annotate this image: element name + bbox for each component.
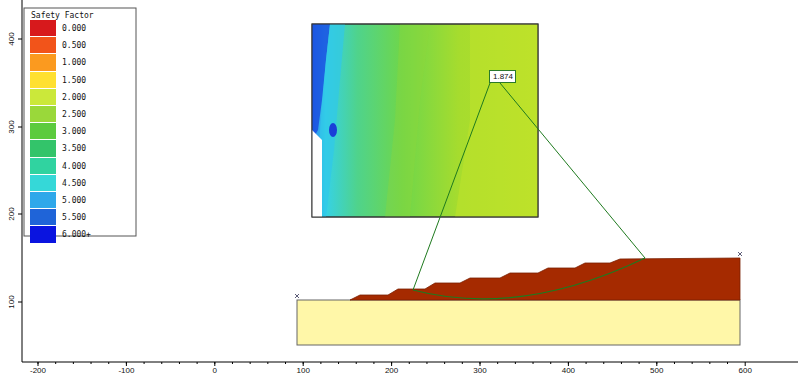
x-axis-label: 200 [385, 366, 398, 375]
legend-swatch [30, 89, 56, 105]
y-axis-label: 200 [7, 207, 16, 220]
y-axis [22, 0, 23, 362]
legend-text: 1.000 [62, 58, 86, 67]
contour-plot [312, 24, 538, 217]
legend-swatch [30, 226, 56, 242]
legend-swatch [30, 140, 56, 156]
contour-frame [312, 24, 538, 217]
legend-text: 2.000 [62, 93, 86, 102]
x-axis-label: 600 [739, 366, 752, 375]
legend-text: 0.000 [62, 24, 86, 33]
x-axis-label: 500 [650, 366, 663, 375]
x-axis-label: -100 [118, 366, 134, 375]
leader-line [413, 83, 490, 290]
legend-text: 1.500 [62, 76, 86, 85]
x-axis [22, 362, 798, 363]
y-axis-label: 100 [7, 295, 16, 308]
legend-swatch [30, 54, 56, 70]
legend-text: 2.500 [62, 110, 86, 119]
legend-swatch [30, 158, 56, 174]
legend-swatch [30, 192, 56, 208]
contour-band [455, 24, 538, 217]
legend-swatch [30, 37, 56, 53]
legend-swatch [30, 106, 56, 122]
contour-band [318, 24, 345, 217]
legend-text: 3.500 [62, 144, 86, 153]
x-axis-label: -200 [30, 366, 46, 375]
x-axis-label: 100 [297, 366, 310, 375]
legend-text: 4.000 [62, 162, 86, 171]
legend-frame [24, 8, 136, 236]
legend-swatch [30, 20, 56, 36]
y-axis-label: 300 [7, 120, 16, 133]
legend-text: 0.500 [62, 41, 86, 50]
foundation-layer [297, 300, 740, 345]
legend-title: Safety Factor [31, 11, 94, 20]
legend-swatch [30, 209, 56, 225]
contour-band [385, 24, 430, 217]
legend-text: 3.000 [62, 127, 86, 136]
x-axis-label: 0 [213, 366, 217, 375]
x-axis-label: 300 [473, 366, 486, 375]
x-axis-label: 400 [562, 366, 575, 375]
slope-body [350, 258, 740, 300]
legend-swatch [30, 123, 56, 139]
y-axis-label: 400 [7, 32, 16, 45]
contour-spot [329, 123, 337, 137]
boundary-marker [738, 252, 742, 256]
legend-swatch [30, 72, 56, 88]
slip-surface [413, 258, 645, 299]
legend-text: 5.000 [62, 196, 86, 205]
legend-text: 4.500 [62, 179, 86, 188]
legend-text: 5.500 [62, 213, 86, 222]
factor-value: 1.874 [493, 72, 512, 81]
boundary-marker [295, 294, 299, 298]
legend-text: 6.000+ [62, 230, 91, 239]
leader-line [500, 83, 645, 258]
legend-swatch [30, 175, 56, 191]
callout-box: 1.874 [489, 70, 516, 83]
contour-notch [312, 130, 322, 217]
